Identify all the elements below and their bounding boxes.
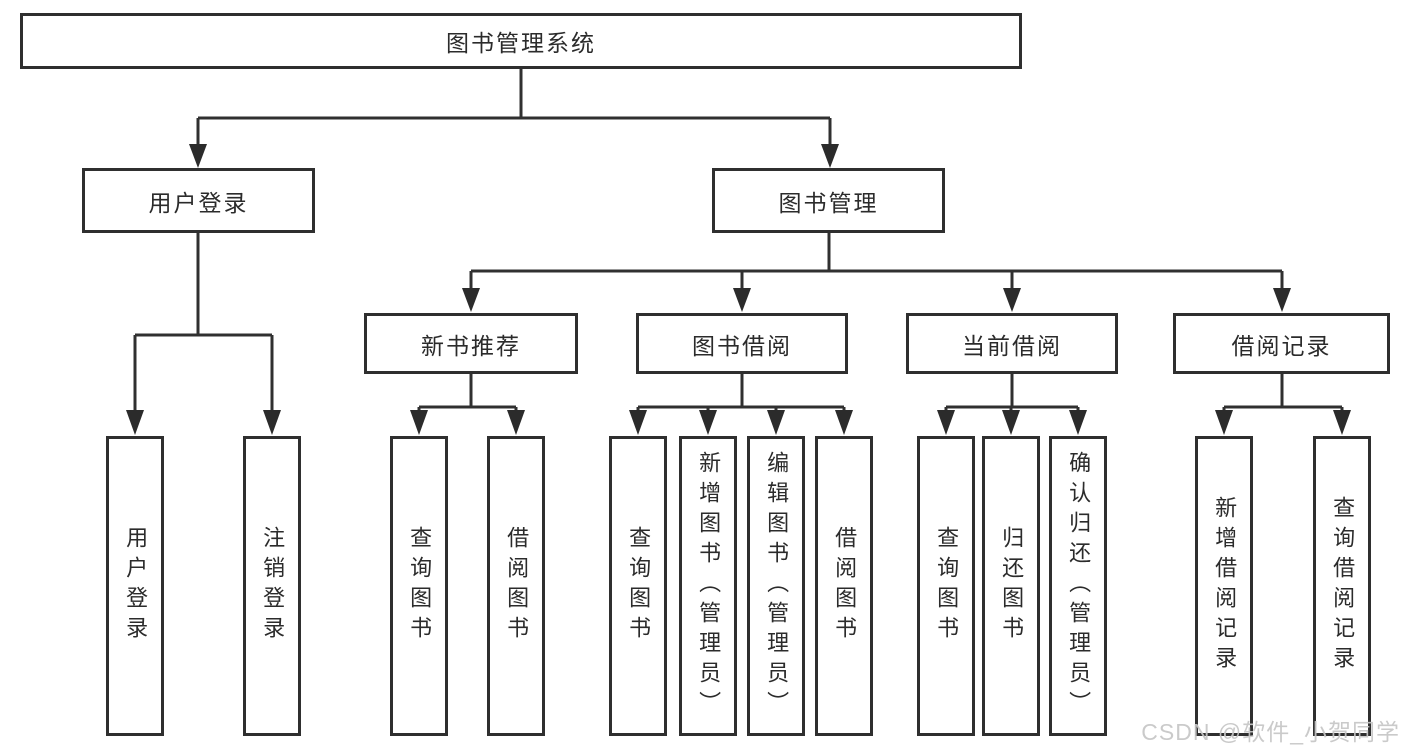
node-label: 新增借阅记录 xyxy=(1212,496,1238,676)
node-label: 借阅图书 xyxy=(832,526,858,646)
connector-userlogin-to-leaves xyxy=(126,233,281,435)
node-leaf-borrow-books-2: 借阅图书 xyxy=(815,436,873,736)
node-book-management: 图书管理 xyxy=(712,168,945,233)
node-leaf-add-borrow-record: 新增借阅记录 xyxy=(1195,436,1253,736)
node-label: 查询图书 xyxy=(407,526,433,646)
node-label: 查询图书 xyxy=(626,526,652,646)
node-label: 用户登录 xyxy=(123,526,149,646)
connector-root-to-level2 xyxy=(189,68,839,168)
node-leaf-borrow-books-1: 借阅图书 xyxy=(487,436,545,736)
node-leaf-return-books: 归还图书 xyxy=(982,436,1040,736)
connector-bookborrow-to-leaves xyxy=(629,374,853,435)
node-label: 归还图书 xyxy=(999,526,1025,646)
csdn-watermark: CSDN @软件_小贺同学 xyxy=(1141,719,1400,745)
node-label: 注销登录 xyxy=(260,526,286,646)
node-label: 查询借阅记录 xyxy=(1330,496,1356,676)
node-label: 确认归还（管理员） xyxy=(1066,451,1092,721)
node-label: 查询图书 xyxy=(934,526,960,646)
connector-newbookrec-to-leaves xyxy=(410,374,525,435)
node-leaf-add-books-admin: 新增图书（管理员） xyxy=(679,436,737,736)
connector-borrowrecords-to-leaves xyxy=(1215,374,1351,435)
node-label: 编辑图书（管理员） xyxy=(764,451,790,721)
node-book-borrowing: 图书借阅 xyxy=(636,313,848,374)
node-current-borrowing: 当前借阅 xyxy=(906,313,1118,374)
node-leaf-logout: 注销登录 xyxy=(243,436,301,736)
node-label: 借阅图书 xyxy=(504,526,530,646)
node-leaf-edit-books-admin: 编辑图书（管理员） xyxy=(747,436,805,736)
node-leaf-query-books-2: 查询图书 xyxy=(609,436,667,736)
connector-currentborrow-to-leaves xyxy=(937,374,1087,435)
node-leaf-confirm-return-admin: 确认归还（管理员） xyxy=(1049,436,1107,736)
node-leaf-user-login: 用户登录 xyxy=(106,436,164,736)
node-leaf-query-borrow-record: 查询借阅记录 xyxy=(1313,436,1371,736)
node-library-management-system: 图书管理系统 xyxy=(20,13,1022,69)
connector-bookmgmt-to-level3 xyxy=(462,233,1291,312)
node-user-login: 用户登录 xyxy=(82,168,315,233)
node-leaf-query-books-1: 查询图书 xyxy=(390,436,448,736)
node-borrowing-records: 借阅记录 xyxy=(1173,313,1390,374)
node-leaf-query-books-3: 查询图书 xyxy=(917,436,975,736)
node-new-book-recommendation: 新书推荐 xyxy=(364,313,578,374)
node-label: 新增图书（管理员） xyxy=(696,451,722,721)
